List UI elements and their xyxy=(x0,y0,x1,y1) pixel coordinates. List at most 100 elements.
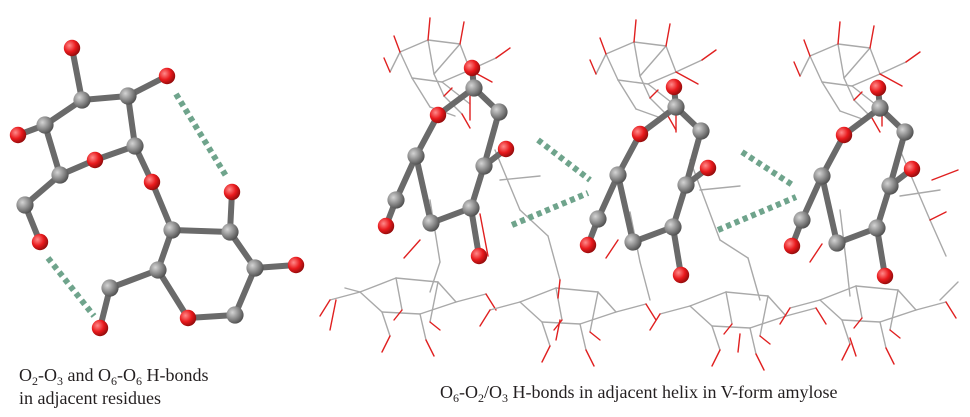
hydrogen-bond xyxy=(173,92,229,178)
wire-bond xyxy=(579,311,617,325)
oxygen-atom xyxy=(835,126,853,144)
oxygen-atom xyxy=(287,256,305,274)
wire-bond xyxy=(725,291,733,325)
carbon-atom xyxy=(465,79,483,97)
caption-left-line2: in adjacent residues xyxy=(19,388,161,408)
carbon-atom xyxy=(589,210,607,228)
bond xyxy=(615,172,636,245)
caption-left: O2-O3 and O6-O6 H-bonds in adjacent resi… xyxy=(19,364,209,410)
carbon-atom xyxy=(16,196,34,214)
wire-bond xyxy=(837,21,841,45)
wireframe-helix-layer xyxy=(319,17,959,371)
wire-bond xyxy=(495,47,511,59)
wire-bond xyxy=(711,325,751,329)
wire-bond xyxy=(589,331,601,341)
wire-bond xyxy=(639,261,651,301)
wire-bond xyxy=(711,325,721,351)
wire-bond xyxy=(455,293,487,303)
wire-bond xyxy=(647,71,677,85)
wire-bond xyxy=(427,39,461,45)
wire-bond xyxy=(383,57,391,73)
wire-bond xyxy=(689,291,727,307)
oxygen-atom xyxy=(497,140,515,158)
wire-bond xyxy=(633,19,637,43)
wire-bond xyxy=(433,73,445,97)
wire-bond xyxy=(905,51,921,63)
wire-bond xyxy=(675,71,699,85)
wire-bond xyxy=(557,279,561,299)
wire-bond xyxy=(381,311,391,337)
wire-bond xyxy=(809,243,823,263)
wire-bond xyxy=(541,321,581,325)
oxygen-atom xyxy=(179,309,197,327)
caption-right-line1: O6-O2/O3 H-bonds in adjacent helix in V-… xyxy=(440,382,838,405)
bond xyxy=(481,109,502,169)
wire-bond xyxy=(427,17,431,41)
wire-bond xyxy=(889,329,901,339)
carbon-atom xyxy=(828,234,846,252)
oxygen-atom xyxy=(470,247,488,265)
wire-bond xyxy=(759,335,771,345)
wire-bond xyxy=(649,313,661,331)
wire-bond xyxy=(639,45,667,77)
wire-bond xyxy=(747,257,761,301)
carbon-atom xyxy=(163,221,181,239)
oxygen-atom xyxy=(672,266,690,284)
wire-bond xyxy=(555,287,599,293)
wire-bond xyxy=(419,313,427,341)
wire-bond xyxy=(429,281,439,323)
wire-bond xyxy=(853,317,863,329)
wire-bond xyxy=(389,51,401,73)
wire-bond xyxy=(419,301,457,315)
wire-bond xyxy=(617,79,637,110)
oxygen-atom xyxy=(869,79,887,97)
oxygen-atom xyxy=(158,67,176,85)
wire-bond xyxy=(344,287,361,293)
wire-bond xyxy=(479,213,489,257)
carbon-atom xyxy=(667,98,685,116)
wire-bond xyxy=(759,295,769,337)
caption-right: O6-O2/O3 H-bonds in adjacent helix in V-… xyxy=(440,381,837,404)
wire-bond xyxy=(329,299,337,331)
wire-bond xyxy=(645,303,657,321)
oxygen-atom xyxy=(665,78,683,96)
wire-bond xyxy=(849,337,857,357)
wire-bond xyxy=(851,73,881,87)
bond xyxy=(169,227,233,235)
atom-layer xyxy=(9,39,921,337)
carbon-atom xyxy=(609,166,627,184)
wire-bond xyxy=(737,333,741,353)
wire-bond xyxy=(899,149,931,221)
wire-bond xyxy=(809,43,839,57)
oxygen-atom xyxy=(463,59,481,77)
wire-bond xyxy=(719,239,749,259)
wire-bond xyxy=(841,319,851,345)
wire-bond xyxy=(879,61,907,75)
wire-bond xyxy=(499,175,541,181)
wire-bond xyxy=(843,77,855,101)
wire-bond xyxy=(461,113,471,129)
wire-bond xyxy=(897,289,917,311)
wire-bond xyxy=(939,281,959,301)
wire-bond xyxy=(785,307,817,317)
carbon-atom xyxy=(126,137,144,155)
wire-bond xyxy=(437,281,457,303)
wire-bond xyxy=(395,277,439,283)
wire-bond xyxy=(649,89,659,99)
wire-bond xyxy=(319,299,331,317)
wire-bond xyxy=(819,285,857,301)
bond xyxy=(683,128,704,188)
wire-bond xyxy=(665,45,677,73)
wire-bond xyxy=(359,291,383,313)
wire-bond xyxy=(843,47,871,79)
oxygen-atom xyxy=(631,125,649,143)
wire-bond xyxy=(411,77,431,108)
wire-bond xyxy=(879,321,887,349)
wire-bond xyxy=(329,291,361,301)
wire-bond xyxy=(845,259,851,297)
oxygen-atom xyxy=(63,39,81,57)
wire-bond xyxy=(494,149,521,211)
wire-bond xyxy=(789,299,821,309)
wire-bond xyxy=(433,43,461,75)
hydrogen-bond xyxy=(510,190,590,228)
